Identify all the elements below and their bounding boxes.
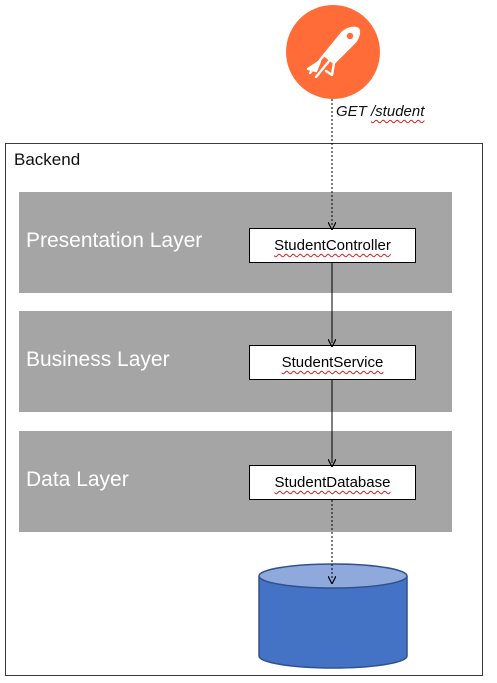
request-label: GET /student (336, 103, 424, 120)
student-controller-label: StudentController (274, 237, 391, 254)
student-database-box: StudentDatabase (249, 465, 416, 500)
backend-title: Backend (14, 150, 81, 169)
backend-container (5, 143, 483, 676)
data-layer-label: Data Layer (26, 468, 129, 491)
request-path: /student (371, 103, 425, 120)
postman-icon (286, 5, 380, 99)
student-service-box: StudentService (249, 345, 416, 380)
presentation-layer-label: Presentation Layer (26, 229, 203, 252)
database-cylinder-icon (258, 563, 408, 669)
student-database-label: StudentDatabase (274, 474, 391, 491)
student-service-label: StudentService (281, 354, 384, 371)
student-controller-box: StudentController (249, 228, 416, 263)
request-method: GET (336, 103, 367, 120)
business-layer-label: Business Layer (26, 348, 170, 371)
